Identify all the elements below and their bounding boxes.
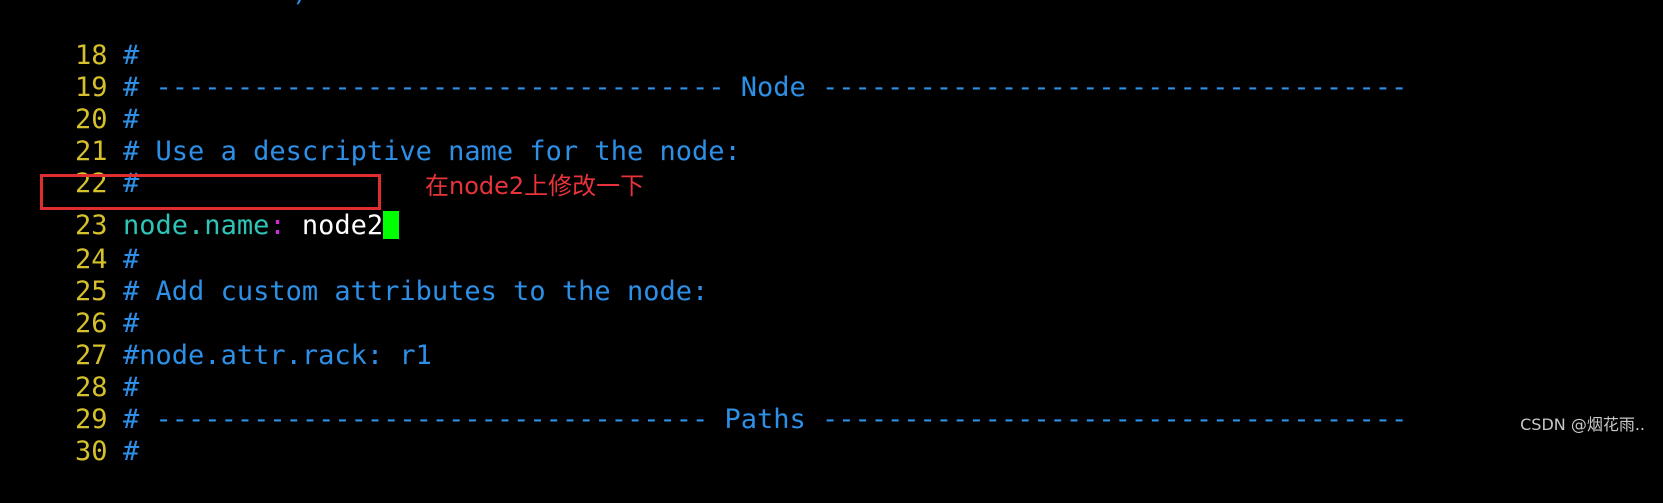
code-line-21: 21 # Use a descriptive name for the node: <box>10 101 741 167</box>
annotation-text: 在node2上修改一下 <box>425 172 645 200</box>
comment-text: # <box>123 104 140 135</box>
partial-top-line: ) <box>292 0 308 10</box>
line-number: 19 <box>75 72 108 103</box>
comment-text: # Add custom attributes to the node: <box>123 276 709 307</box>
line-number: 27 <box>75 340 108 371</box>
code-line-26: 26 # <box>10 273 139 339</box>
comment-text: # <box>123 436 140 467</box>
code-line-22: 22# <box>10 133 139 199</box>
comment-text: #node.attr.rack: r1 <box>123 340 432 371</box>
line-number: 28 <box>75 372 108 403</box>
line-number: 29 <box>75 404 108 435</box>
code-line-23[interactable]: 23 node.name: node2 <box>10 175 400 241</box>
line-number: 26 <box>75 308 108 339</box>
line-number: 22 <box>75 168 108 199</box>
comment-text: # <box>123 372 140 403</box>
code-line-30: 30 # <box>10 401 139 467</box>
line-number: 25 <box>75 276 108 307</box>
code-line-24: 24 # <box>10 209 139 275</box>
line-number: 20 <box>75 104 108 135</box>
comment-text: # ---------------------------------- Pat… <box>123 404 1408 435</box>
comment-text: # <box>123 308 140 339</box>
line-number: 18 <box>75 40 108 71</box>
comment-text: # <box>123 40 140 71</box>
code-line-27: 27 #node.attr.rack: r1 <box>10 305 432 371</box>
config-value: node2 <box>285 210 384 241</box>
config-key: node.name <box>123 210 270 241</box>
comment-text: # ----------------------------------- No… <box>123 72 1408 103</box>
watermark-text: CSDN @烟花雨.. <box>1520 415 1645 434</box>
line-number: 21 <box>75 136 108 167</box>
code-line-28: 28 # <box>10 337 139 403</box>
comment-text: # <box>123 244 140 275</box>
code-line-20: 20 # <box>10 69 139 135</box>
text-cursor <box>383 211 400 239</box>
code-line-25: 25 # Add custom attributes to the node: <box>10 241 708 307</box>
terminal-editor[interactable]: ) 18 # 19 # ------------------------------… <box>0 0 1663 467</box>
comment-text: # Use a descriptive name for the node: <box>123 136 741 167</box>
highlight-box <box>40 174 381 210</box>
line-number: 23 <box>75 210 108 241</box>
code-line-18: 18 # <box>10 5 139 71</box>
line-number: 30 <box>75 436 108 467</box>
code-line-19: 19 # ----------------------------------- … <box>10 37 1407 103</box>
line-number: 24 <box>75 244 108 275</box>
config-colon: : <box>269 210 286 241</box>
code-line-29: 29 # ---------------------------------- P… <box>10 369 1407 435</box>
